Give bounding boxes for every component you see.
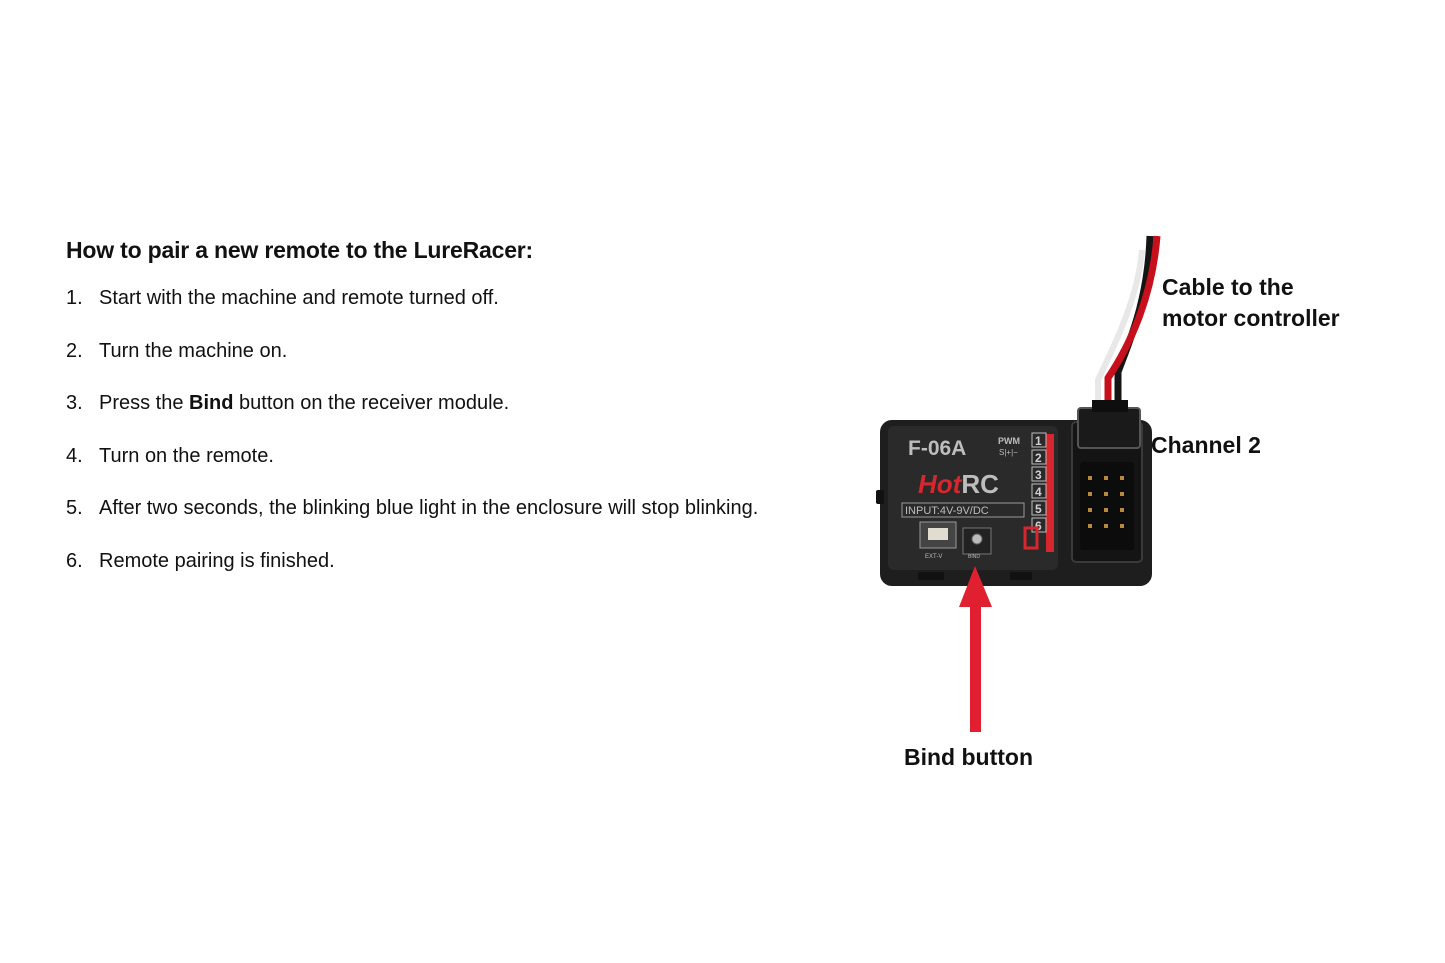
step-text: Press the Bind button on the receiver mo… [99,391,509,415]
step-number: 2. [66,339,83,362]
cable [1095,235,1161,412]
channel-indicator [1023,526,1039,550]
receiver-body [880,420,1152,586]
step-text: After two seconds, the blinking blue lig… [99,497,759,520]
channel-box [1031,432,1047,448]
channel-box [1031,483,1047,499]
step-text: Remote pairing is finished. [99,549,335,572]
list-item: 5. After two seconds, the blinking blue … [66,496,826,549]
list-item: 3. Press the Bind button on the receiver… [66,391,826,444]
bind-button-housing [962,527,992,555]
bottom-slot [1010,572,1032,580]
pin-header-housing [1071,421,1143,563]
list-item: 4. Turn on the remote. [66,444,826,497]
step-text: Turn on the remote. [99,444,274,467]
instructions-panel: How to pair a new remote to the LureRace… [66,232,826,602]
side-tab [876,490,884,504]
receiver-module: F-06A PWM S|+|− HotRC INPUT:4V-9V/DC EXT… [876,400,1152,586]
bind-button [971,533,983,545]
step-text: Turn the machine on. [99,339,288,362]
list-item: 2. Turn the machine on. [66,339,826,392]
step-text-after: button on the receiver module. [233,392,510,415]
model-label: F-06A [908,437,966,460]
channel-strip: 1 2 3 4 5 6 [1023,432,1054,552]
receiver-face [888,426,1058,570]
cable-callout-line2: motor controller [1162,305,1340,331]
channel-label: 6 [1035,519,1042,533]
channel-label: 2 [1035,451,1042,465]
ext-v-port [919,521,957,549]
cable-wire-red [1104,235,1161,412]
pwm-label: PWM [998,436,1020,446]
step-text-before: Press the [99,392,190,415]
list-item: 1. Start with the machine and remote tur… [66,286,826,339]
step-number: 3. [66,392,83,415]
step-text-bold: Bind [189,392,234,415]
arrow-shaft [970,604,981,732]
pin-label: S|+|− [999,448,1018,457]
steps-list: 1. Start with the machine and remote tur… [66,286,826,602]
connector-lead [1092,400,1128,412]
step-number: 5. [66,497,83,520]
pins [1088,476,1124,528]
brand-hot: Hot [918,469,963,499]
brand-rc: RC [961,469,999,499]
cable-callout-line1: Cable to the [1162,274,1294,300]
channel-label: 1 [1035,434,1042,448]
step-number: 4. [66,444,83,467]
channel-label: 3 [1035,468,1042,482]
brand-logo: HotRC [918,469,999,499]
cable-callout: Cable to the motor controller [1162,272,1340,334]
bottom-slot [918,572,944,580]
step-number: 1. [66,287,83,309]
bind-arrow [959,566,992,732]
channel-box [1031,500,1047,516]
bind-callout: Bind button [904,744,1034,770]
channel-callout: Channel 2 [1151,432,1261,458]
input-label: INPUT:4V-9V/DC [905,505,989,517]
ext-v-label: EXT-V [925,554,942,560]
step-number: 6. [66,549,83,572]
channel-box [1031,517,1047,533]
channel-label: 4 [1035,485,1042,499]
cable-wire-black [1114,235,1154,412]
arrow-head [959,566,992,607]
cable-wire-white [1095,249,1145,412]
list-item: 6. Remote pairing is finished. [66,549,826,602]
bind-button-label: BIND [968,554,980,560]
pin-header-inner [1080,462,1134,550]
channel-box [1031,466,1047,482]
input-label-box [901,502,1025,518]
channel-2-connector [1077,407,1141,449]
ext-v-socket [928,528,948,540]
step-text: Start with the machine and remote turned… [99,287,499,309]
channel-label: 5 [1035,502,1042,516]
instructions-title: How to pair a new remote to the LureRace… [66,237,534,263]
channel-box [1031,449,1047,465]
